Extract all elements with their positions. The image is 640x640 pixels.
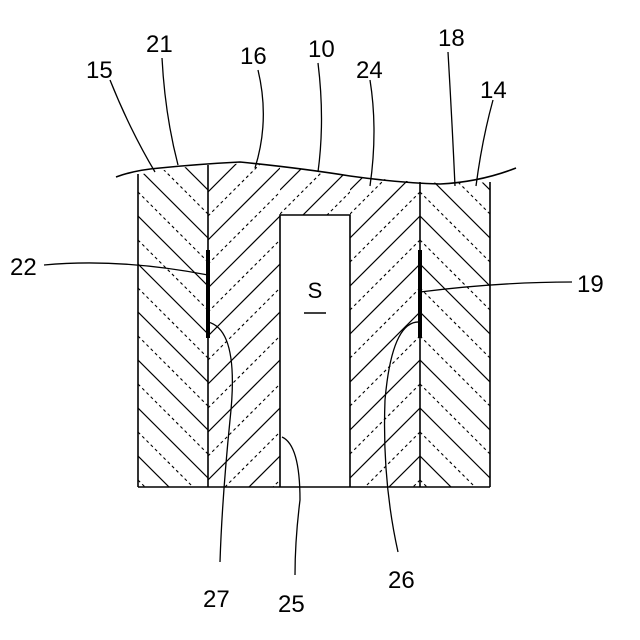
hatch-line xyxy=(208,432,280,504)
hatch-line xyxy=(280,336,350,406)
hatch-line xyxy=(280,384,350,454)
ref-16: 16 xyxy=(240,43,267,70)
hatch-line xyxy=(208,120,280,192)
ref-14: 14 xyxy=(480,77,507,104)
hatch-line xyxy=(350,480,420,550)
hatch-line xyxy=(208,240,280,312)
hatch-line xyxy=(208,264,280,336)
hatch-line xyxy=(280,456,350,526)
hatch-line xyxy=(208,480,280,552)
hatch-line xyxy=(350,504,420,574)
hatch-line xyxy=(138,528,208,598)
hatch-line xyxy=(420,480,490,550)
leader-22 xyxy=(44,263,208,275)
layer-24-hatch xyxy=(350,120,420,622)
hatch-line xyxy=(420,504,490,574)
hatch-line xyxy=(280,480,350,550)
hatch-line xyxy=(420,528,490,598)
hatch-line xyxy=(208,360,280,432)
hatch-line xyxy=(280,432,350,502)
space-s-label: S xyxy=(308,278,323,303)
leader-10 xyxy=(318,63,322,172)
hatch-line xyxy=(138,552,208,622)
hatch-line xyxy=(280,504,350,574)
hatch-line xyxy=(208,504,280,576)
hatch-line xyxy=(280,216,350,286)
leader-24 xyxy=(370,80,374,186)
hatch-line xyxy=(208,192,280,264)
leader-25 xyxy=(282,437,300,575)
leader-21 xyxy=(162,58,178,165)
ref-18: 18 xyxy=(438,25,465,52)
layer-14-hatch xyxy=(420,120,490,622)
hatch-line xyxy=(280,408,350,478)
hatch-line xyxy=(208,456,280,528)
ref-27: 27 xyxy=(203,586,230,613)
hatch-line xyxy=(280,312,350,382)
hatch-line xyxy=(208,144,280,216)
hatch-line xyxy=(208,168,280,240)
hatch-line xyxy=(208,384,280,456)
ref-24: 24 xyxy=(356,57,383,84)
space-s-outline xyxy=(280,215,350,487)
hatch-line xyxy=(208,288,280,360)
bridge-10-hatch xyxy=(280,120,350,622)
hatch-line xyxy=(208,312,280,384)
hatch-line xyxy=(208,216,280,288)
leader-15 xyxy=(110,80,155,172)
ref-26: 26 xyxy=(388,567,415,594)
ref-15: 15 xyxy=(86,57,113,84)
leader-27 xyxy=(208,322,232,562)
layer-15-hatch xyxy=(138,120,208,622)
leader-18 xyxy=(448,52,455,186)
ref-21: 21 xyxy=(146,31,173,58)
leader-14 xyxy=(476,100,493,186)
hatch-line xyxy=(138,480,208,550)
ref-10: 10 xyxy=(308,36,335,63)
ref-19: 19 xyxy=(577,271,604,298)
ref-22: 22 xyxy=(10,254,37,281)
hatch-line xyxy=(280,360,350,430)
ref-25: 25 xyxy=(278,591,305,618)
layer-16-hatch xyxy=(208,120,280,624)
wavy-top-edge xyxy=(116,162,516,184)
hatch-line xyxy=(208,408,280,480)
hatch-line xyxy=(208,336,280,408)
leader-16 xyxy=(255,70,263,168)
hatch-line xyxy=(280,528,350,598)
hatch-line xyxy=(420,552,490,622)
hatch-line xyxy=(138,504,208,574)
